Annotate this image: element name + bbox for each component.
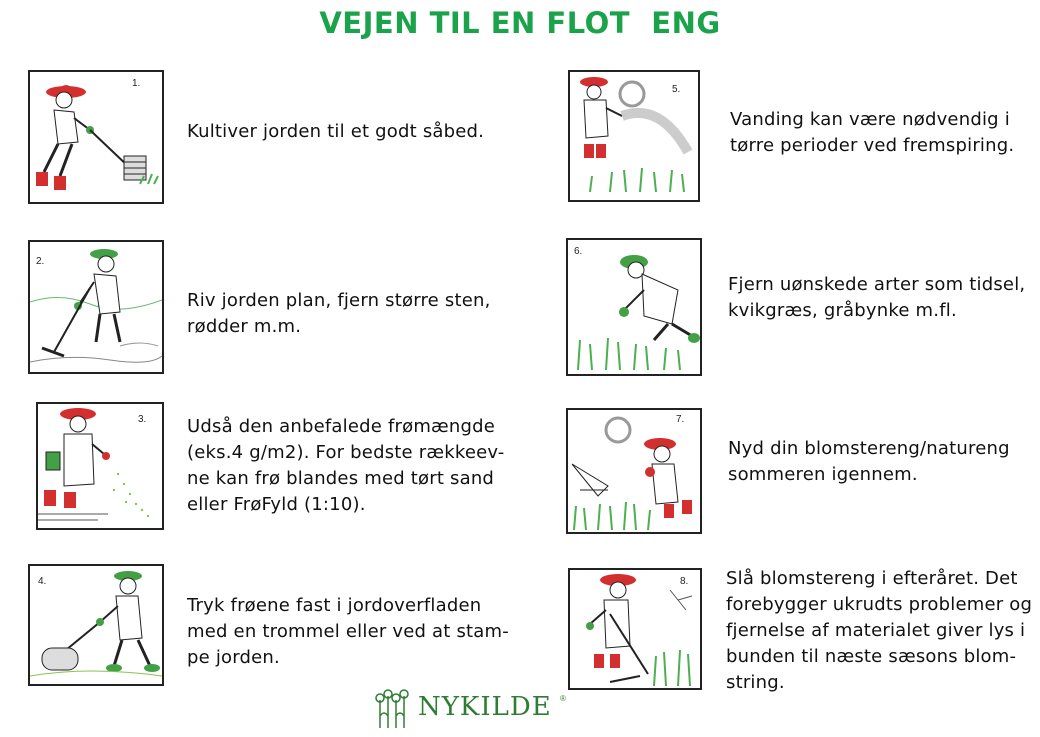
step-number: 3. xyxy=(138,414,147,425)
illustration-step-6: 6. xyxy=(566,238,702,376)
logo-text: NYKILDE xyxy=(418,692,552,722)
illustration-step-2: 2. xyxy=(28,240,164,374)
step-text-4: Tryk frøene fast i jordoverfladen med en… xyxy=(187,595,509,668)
illustration-step-3: 3. xyxy=(36,402,164,530)
step-number: 6. xyxy=(574,246,583,257)
gardener-tilling-illustration xyxy=(36,85,159,190)
step-text-5: Vanding kan være nødvendig i tørre perio… xyxy=(730,109,1015,156)
step-number: 4. xyxy=(38,576,47,587)
gardener-rolling-illustration xyxy=(30,571,162,677)
illustration-step-7: 7. xyxy=(566,408,702,534)
nykilde-logo: NYKILDE ® xyxy=(372,688,572,732)
gardener-watering-illustration xyxy=(580,77,693,193)
step-text-8: Slå blomstereng i efteråret. Det forebyg… xyxy=(726,568,1033,693)
step-number: 7. xyxy=(676,414,685,425)
gardener-sowing-illustration xyxy=(38,408,150,521)
gardener-enjoying-meadow-illustration xyxy=(571,416,692,531)
illustration-step-5: 5. xyxy=(568,70,700,202)
step-number: 1. xyxy=(132,78,141,89)
step-number: 8. xyxy=(680,576,689,587)
illustration-step-8: 8. xyxy=(568,568,702,690)
gardener-weeding-illustration xyxy=(577,255,700,371)
gardener-raking-illustration xyxy=(30,249,162,363)
registered-mark: ® xyxy=(560,694,566,703)
step-text-6: Fjern uønskede arter som tidsel, kvikgræ… xyxy=(728,274,1026,321)
flower-bouquet-icon xyxy=(375,689,409,728)
illustration-step-4: 4. xyxy=(28,564,164,686)
step-number: 5. xyxy=(672,84,681,95)
step-text-7: Nyd din blomstereng/natureng sommeren ig… xyxy=(728,438,1010,485)
step-text-1: Kultiver jorden til et godt såbed. xyxy=(187,121,485,142)
step-text-3: Udså den anbefalede frømængde (eks.4 g/m… xyxy=(187,416,505,515)
illustration-step-1: 1. xyxy=(28,70,164,204)
page-title: VEJEN TIL EN FLOT ENG xyxy=(319,6,721,40)
step-number: 2. xyxy=(36,256,45,267)
gardener-scything-illustration xyxy=(586,574,693,687)
step-text-2: Riv jorden plan, fjern større sten, rødd… xyxy=(187,290,491,337)
